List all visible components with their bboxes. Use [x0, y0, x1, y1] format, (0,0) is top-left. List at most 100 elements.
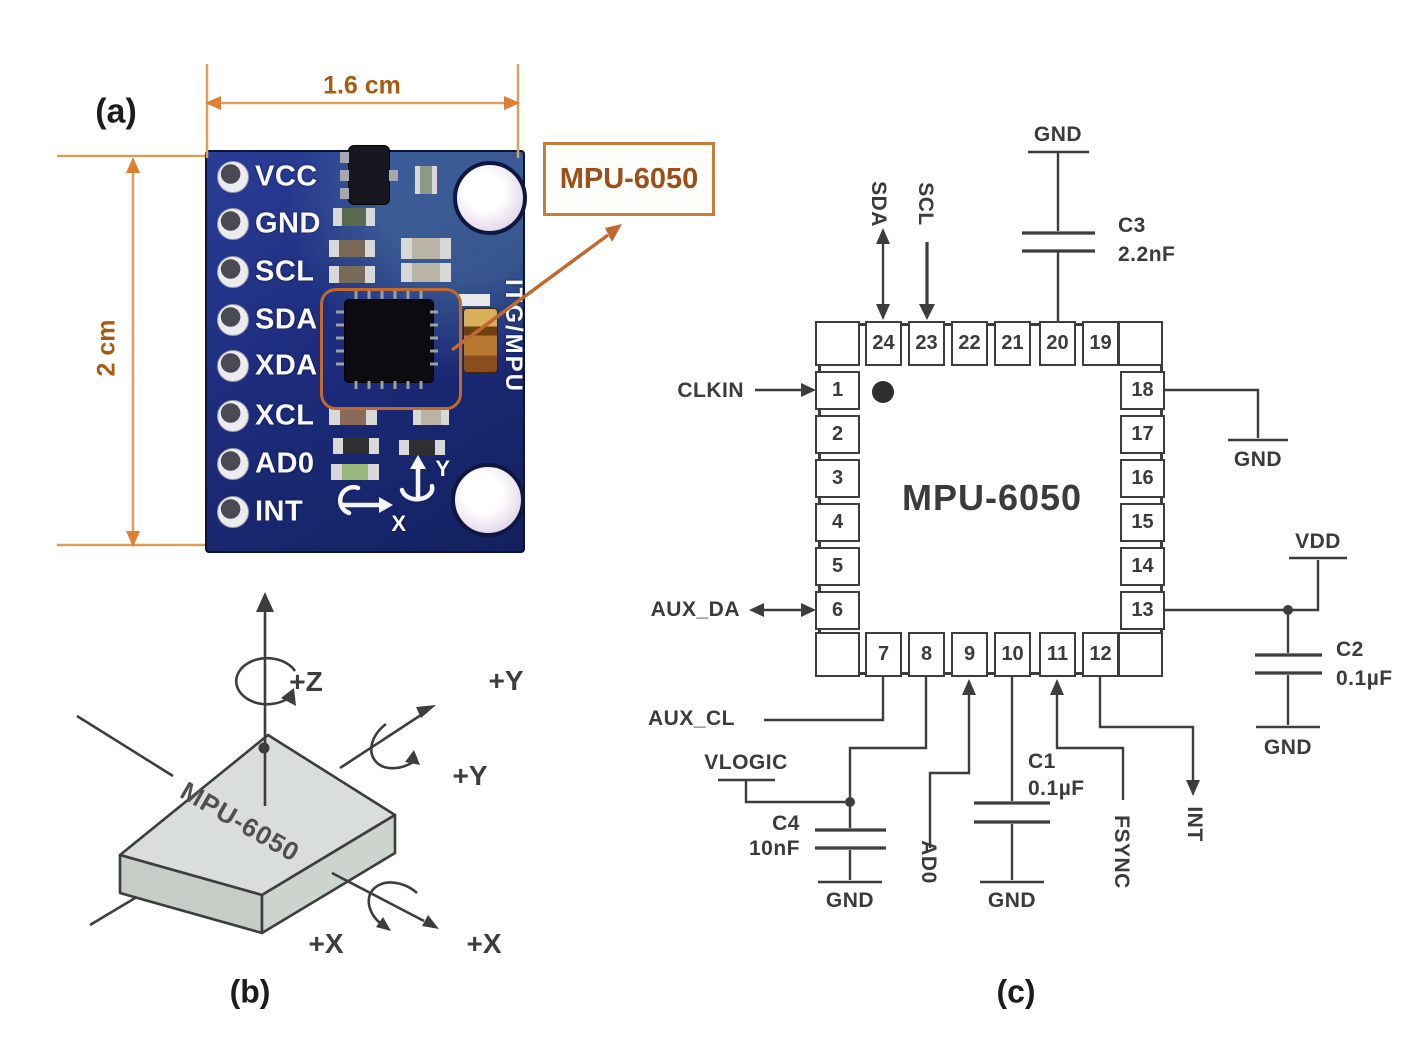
x-axis-back-line — [76, 714, 174, 778]
board-axis-glyphs — [338, 455, 435, 516]
z-axis-dot — [258, 742, 270, 754]
pad-sda — [217, 304, 249, 336]
chip-pin-21: 21 — [994, 321, 1031, 366]
mounting-hole-top — [453, 161, 527, 235]
board-pin-label-gnd: GND — [255, 207, 321, 240]
board-pin-label-xcl: XCL — [255, 399, 315, 432]
c3-name: C3 — [1118, 214, 1146, 237]
chip-pin-12: 12 — [1082, 632, 1119, 677]
axes-diagram — [76, 592, 439, 935]
z-rotation-curl — [234, 656, 297, 706]
smd-resistor — [329, 266, 375, 283]
panel-c-label: (c) — [996, 973, 1036, 1010]
chip-pin-10: 10 — [994, 632, 1031, 677]
smd-capacitor — [413, 408, 450, 425]
c2-value: 0.1µF — [1336, 667, 1393, 690]
vlogic-label: VLOGIC — [704, 751, 788, 774]
chip-pin-2: 2 — [815, 415, 860, 454]
mpu6050-callout-box: MPU-6050 — [543, 142, 715, 216]
chip-pin-19: 19 — [1082, 321, 1119, 366]
smd-capacitor — [401, 238, 451, 259]
x-axis-line — [331, 871, 425, 923]
signal-aux-cl: AUX_CL — [647, 707, 735, 730]
signal-clkin: CLKIN — [677, 379, 744, 402]
signal-sda: SDA — [867, 181, 890, 227]
x-rotation-curl — [367, 881, 418, 924]
chip-pin-13: 13 — [1120, 591, 1165, 630]
chip-pin-17: 17 — [1120, 415, 1165, 454]
pad-xda — [217, 350, 249, 382]
chip-pin-9: 9 — [951, 632, 988, 677]
chip-pin-16: 16 — [1120, 459, 1165, 498]
chip-pin-15: 15 — [1120, 503, 1165, 542]
pin13-vdd-wire — [1163, 560, 1320, 612]
pad-ad0 — [217, 448, 249, 480]
board-pin-label-scl: SCL — [255, 255, 315, 288]
pad-int — [217, 496, 249, 528]
pad-xcl — [217, 400, 249, 432]
chip-highlight-outline — [320, 288, 462, 410]
signal-scl: SCL — [914, 182, 937, 226]
smd-capacitor — [401, 263, 451, 282]
mpu6050-board-photo: VCC GND SCL SDA XDA XCL AD0 INT ITG/MPU … — [205, 146, 527, 553]
c4-name: C4 — [772, 812, 800, 835]
pad-vcc — [217, 161, 249, 193]
chip-pin-3: 3 — [815, 459, 860, 498]
smd-resistor — [333, 438, 379, 454]
c4-plates — [815, 828, 886, 850]
pad-scl — [217, 256, 249, 288]
chip-pin-8: 8 — [908, 632, 945, 677]
corner-pad — [815, 321, 860, 366]
pin8-c4-wire — [848, 675, 928, 800]
smd-resistor — [329, 240, 375, 257]
board-pin-label-ad0: AD0 — [255, 447, 315, 480]
y-axis-arrowhead — [416, 705, 436, 718]
smd-capacitor — [415, 166, 438, 194]
gnd-right-label: GND — [1233, 448, 1283, 471]
pin12-int-wire — [1098, 675, 1195, 781]
silkscreen-mark — [459, 294, 490, 306]
gnd-c2-label: GND — [1263, 736, 1313, 759]
chip-pin-20: 20 — [1039, 321, 1076, 366]
axes-y-linear-label: +Y — [488, 665, 524, 696]
axes-x-rotation-label: +X — [308, 928, 344, 959]
pin7-auxcl-wire — [764, 675, 885, 722]
schematic-arrowheads — [749, 228, 1200, 796]
y-axis-line — [339, 711, 425, 770]
schematic-chip-label: MPU-6050 — [901, 477, 1083, 518]
board-height-dimension: 2 cm — [92, 319, 121, 377]
chip-pin-5: 5 — [815, 547, 860, 586]
smd-resistor — [331, 464, 379, 480]
vdd-label: VDD — [1295, 530, 1341, 553]
corner-pad — [1118, 632, 1163, 677]
signal-ad0: AD0 — [917, 840, 940, 884]
c2-name: C2 — [1336, 638, 1364, 661]
dimension-lines — [57, 64, 520, 547]
y-rotation-curl — [370, 722, 417, 770]
fsync-wire — [1055, 694, 1125, 800]
pin1-indicator-dot — [872, 381, 894, 403]
c3-plates — [1022, 231, 1095, 253]
chip-pin-18: 18 — [1120, 371, 1165, 410]
board-pin-label-vcc: VCC — [255, 160, 318, 193]
signal-int: INT — [1183, 806, 1206, 842]
board-pin-label-int: INT — [255, 495, 304, 528]
corner-pad — [1118, 321, 1163, 366]
chip-pin-7: 7 — [865, 632, 902, 677]
axes-z-label: +Z — [289, 666, 323, 697]
chip-pin-22: 22 — [951, 321, 988, 366]
chip-pin-11: 11 — [1039, 632, 1076, 677]
c1-name: C1 — [1028, 750, 1056, 773]
c1-plates — [974, 801, 1050, 824]
mounting-hole-bottom — [451, 463, 525, 537]
vlogic-wire — [744, 780, 845, 804]
chip-pin-14: 14 — [1120, 547, 1165, 586]
corner-pad — [815, 632, 860, 677]
ad0-wire — [928, 694, 971, 848]
signal-aux-da: AUX_DA — [650, 598, 740, 621]
c4-value: 10nF — [748, 837, 800, 860]
board-width-dimension: 1.6 cm — [323, 71, 401, 100]
chip-pin-1: 1 — [815, 371, 860, 410]
x-axis-arrowhead — [422, 915, 439, 929]
